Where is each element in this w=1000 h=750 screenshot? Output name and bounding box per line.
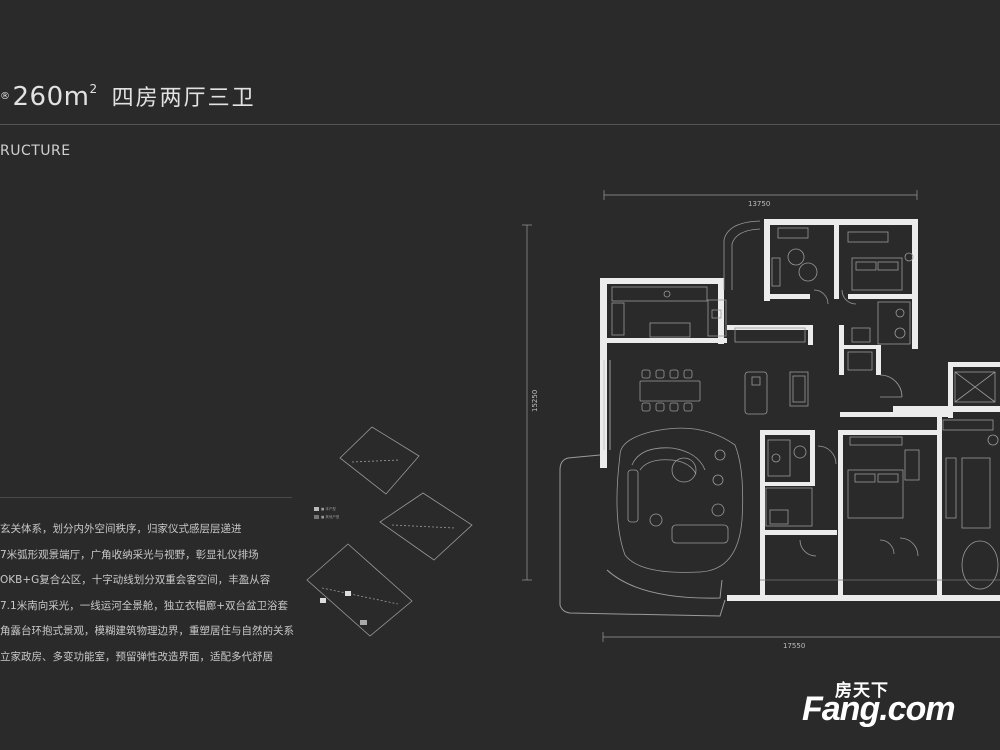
- feature-item: 玄关体系，划分内外空间秩序，归家仪式感层层递进: [0, 523, 242, 535]
- watermark-main-text: Fang.com: [802, 690, 956, 728]
- legend-other-unit: ■ 其他户型: [321, 514, 340, 519]
- area-prefix-mark: ®: [0, 91, 11, 102]
- dimension-top: 13750: [748, 200, 770, 208]
- feature-list: 玄关体系，划分内外空间秩序，归家仪式感层层递进 7米弧形观景端厅，广角收纳采光与…: [0, 522, 294, 675]
- legend-this-unit: ■ 本户型: [321, 506, 336, 511]
- watermark-top-text: 房天下: [835, 681, 889, 701]
- feature-divider: [0, 497, 292, 498]
- area-unit-superscript: 2: [89, 82, 98, 96]
- area-value: 260m: [12, 82, 90, 112]
- feature-item: 7米弧形观景端厅，广角收纳采光与视野，彰显礼仪排场: [0, 548, 259, 561]
- key-plan: [306, 426, 473, 637]
- dimension-lines: [522, 190, 1000, 642]
- top-divider: [0, 124, 1000, 125]
- dimension-bottom: 17550: [783, 642, 805, 650]
- feature-item: 7.1米南向采光，一线运河全景舱，独立衣帽廊+双台盆卫浴套: [0, 599, 288, 612]
- walls: [600, 219, 1000, 601]
- page-title: ®260m2 四房两厅三卫: [0, 80, 256, 112]
- terrace: [559, 454, 726, 617]
- watermark-logo: 房天下 Fang.com: [800, 676, 990, 736]
- layout-label: 四房两厅三卫: [111, 86, 256, 111]
- feature-item: 角露台环抱式景观，模糊建筑物理边界，重塑居住与自然的关系: [0, 625, 294, 637]
- dimension-side: 15250: [531, 390, 539, 412]
- feature-item: OKB+G复合公区，十字动线划分双重会客空间，丰盈从容: [0, 574, 271, 586]
- feature-item: 立家政房、多变功能室，预留弹性改造界面，适配多代舒居: [0, 650, 273, 663]
- section-subtitle: RUCTURE: [0, 143, 71, 159]
- interior-fixtures: [603, 220, 1000, 590]
